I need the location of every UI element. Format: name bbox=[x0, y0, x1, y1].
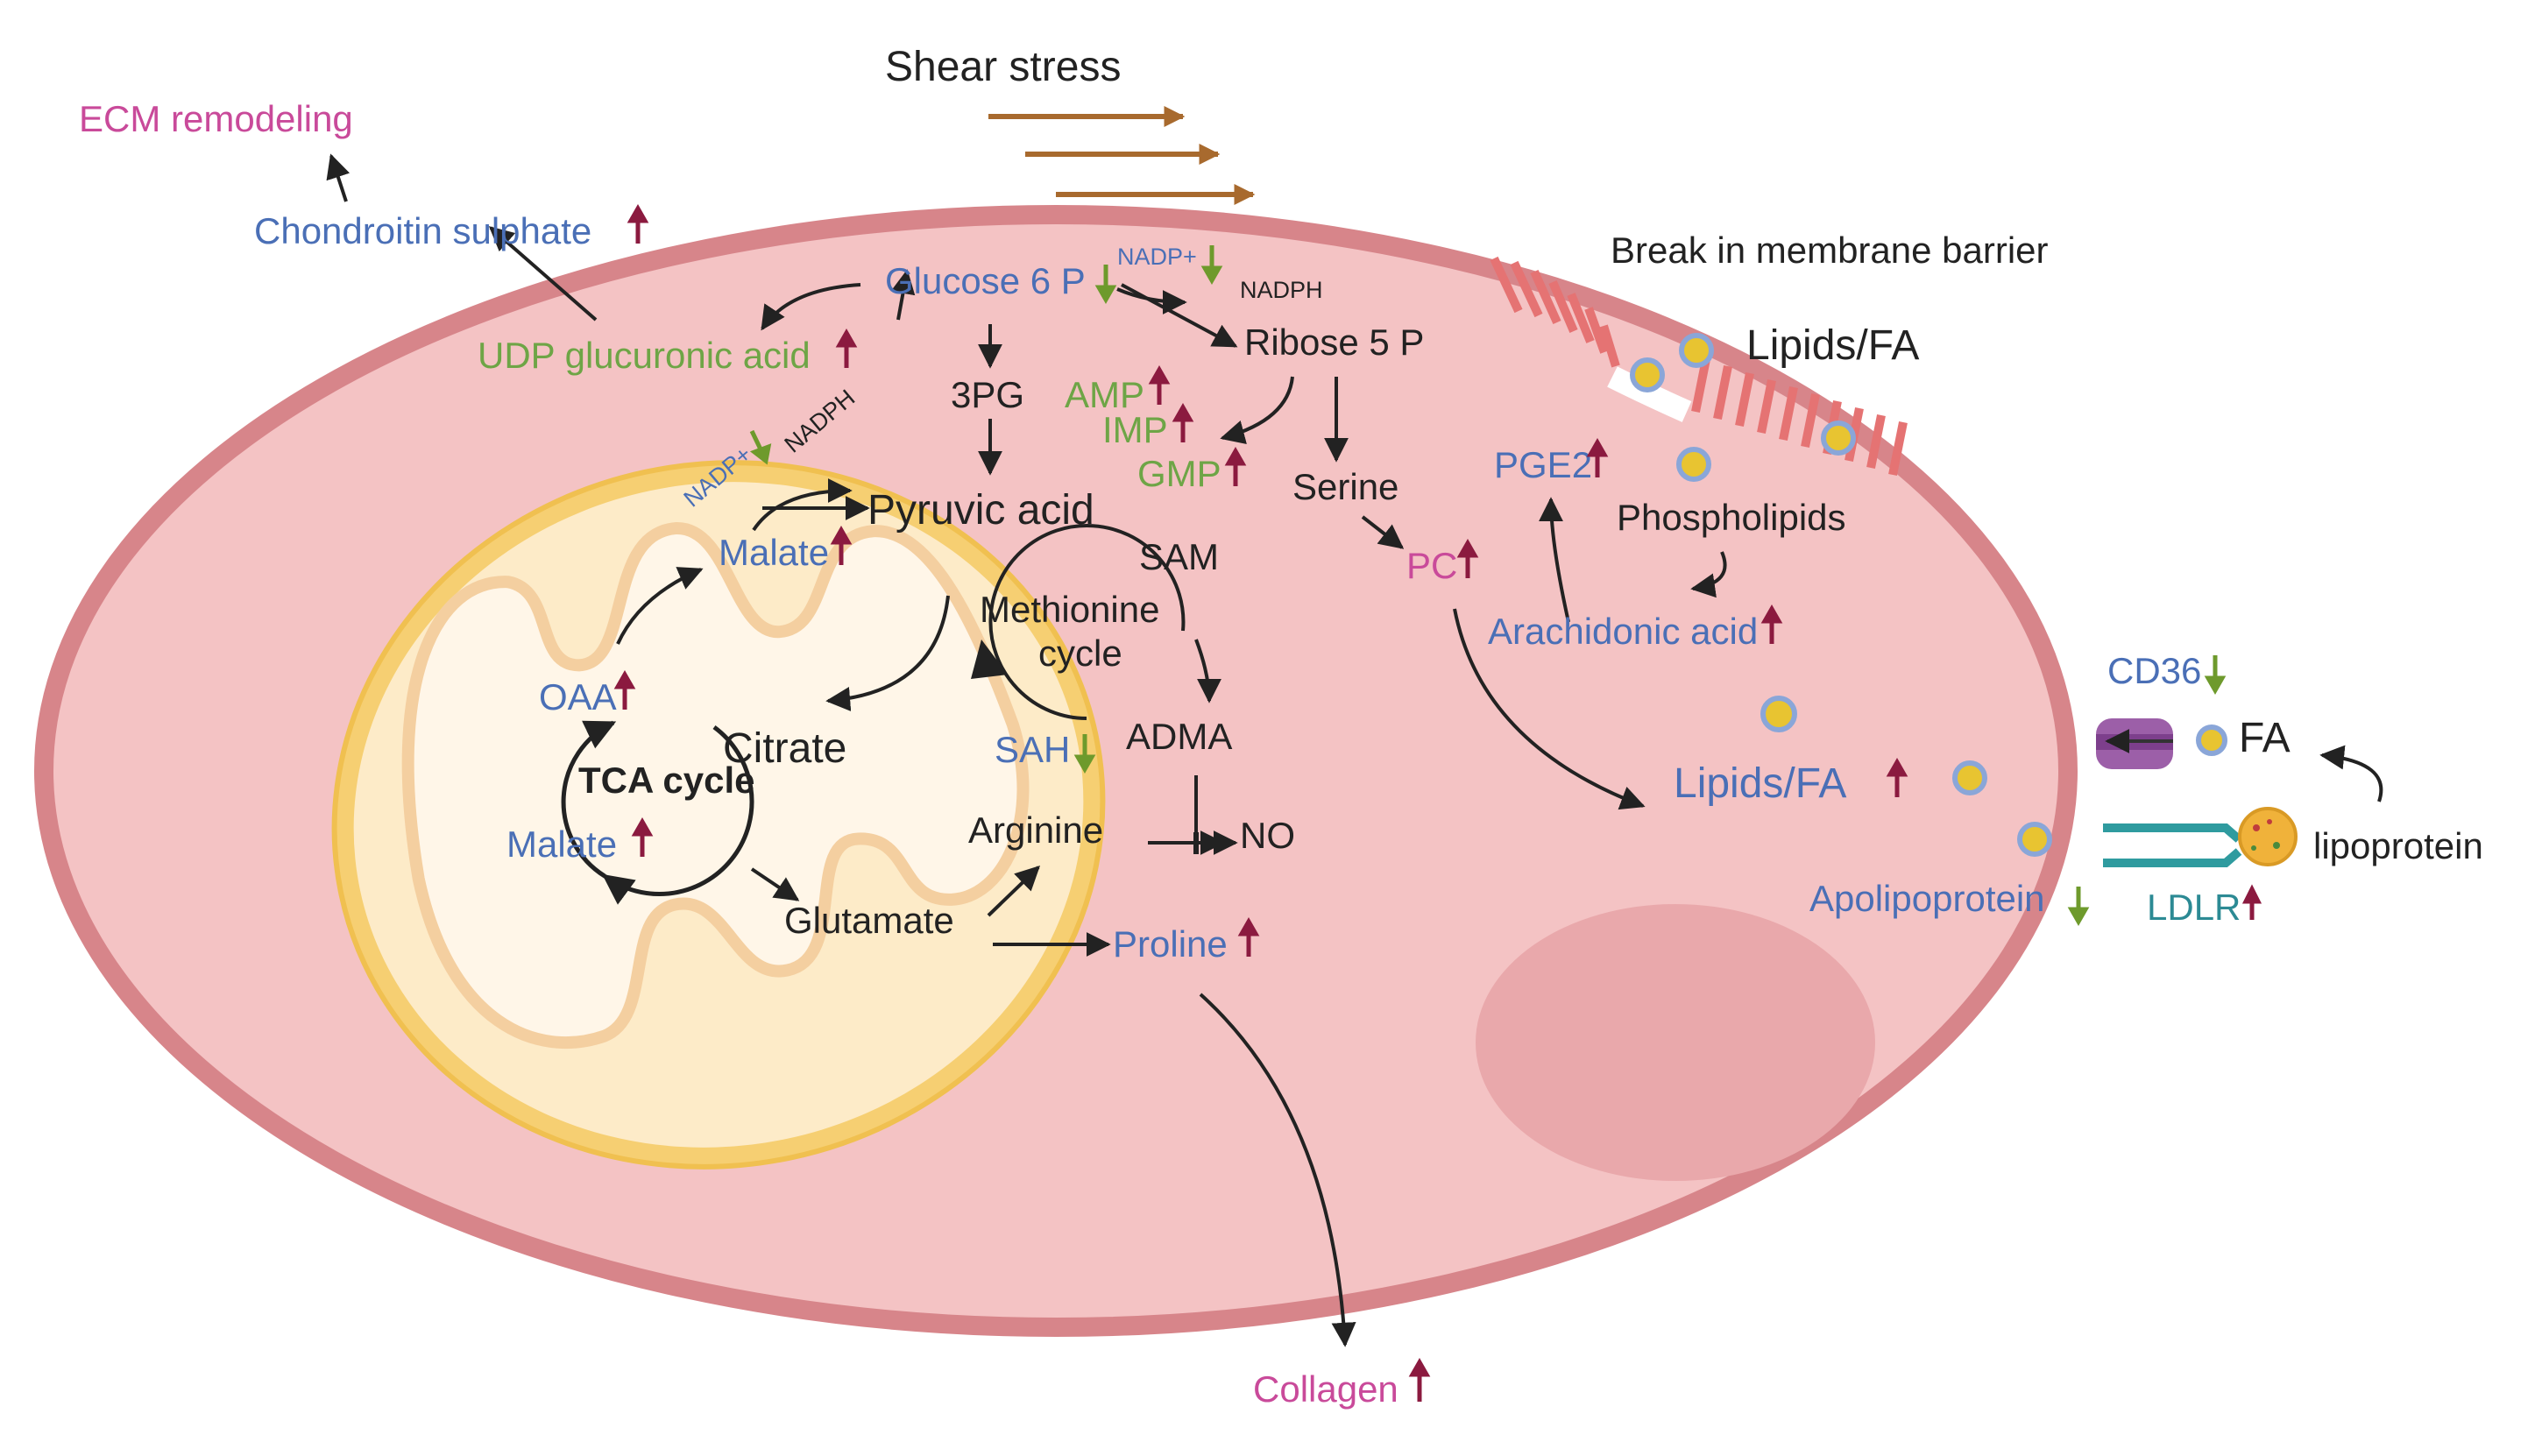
sam-label: SAM bbox=[1139, 536, 1219, 577]
lipids-fa-top-label: Lipids/FA bbox=[1746, 322, 1919, 369]
oaa-label: OAA bbox=[539, 676, 617, 717]
lipid-dot bbox=[2196, 724, 2227, 756]
up-arrow-icon bbox=[1224, 446, 1247, 486]
malate-top-label: Malate bbox=[719, 532, 829, 573]
pc-label: PC bbox=[1406, 545, 1457, 586]
3pg-label: 3PG bbox=[951, 374, 1024, 415]
ribose-5p-label: Ribose 5 P bbox=[1244, 322, 1424, 363]
mito-cristae bbox=[401, 522, 1030, 1049]
udp-glucuronic-acid-label: UDP glucuronic acid bbox=[478, 335, 811, 376]
arginine-label: Arginine bbox=[968, 809, 1103, 851]
lipoprotein-label: lipoprotein bbox=[2313, 825, 2483, 866]
mitochondrion bbox=[331, 460, 1106, 1170]
lipoprotein-particle bbox=[2238, 807, 2298, 866]
ldlr-receptor bbox=[2103, 823, 2242, 867]
up-arrow-icon bbox=[1456, 538, 1479, 578]
up-arrow-icon bbox=[1586, 437, 1609, 477]
lipids-fa-center-label: Lipids/FA bbox=[1674, 760, 1846, 807]
down-arrow-icon bbox=[1200, 245, 1223, 286]
collagen-label: Collagen bbox=[1253, 1368, 1398, 1410]
cd36-label: CD36 bbox=[2107, 650, 2201, 691]
shear-stress-arrows bbox=[988, 106, 1256, 205]
lipid-dot bbox=[1630, 357, 1665, 392]
down-arrow-icon bbox=[1073, 734, 1096, 774]
proline-label: Proline bbox=[1113, 923, 1228, 965]
amp-label: AMP bbox=[1065, 374, 1144, 415]
lipid-dot bbox=[2017, 822, 2052, 857]
down-arrows bbox=[749, 245, 2227, 927]
lipid-dot bbox=[1679, 333, 1714, 368]
up-arrow-icon bbox=[835, 328, 858, 368]
up-arrows bbox=[613, 203, 2262, 1402]
serine-label: Serine bbox=[1292, 466, 1398, 507]
lipid-dot bbox=[1676, 447, 1711, 482]
ldlr-label: LDLR bbox=[2147, 887, 2241, 928]
up-arrow-icon bbox=[830, 525, 853, 565]
cd36-transporter bbox=[2096, 718, 2173, 769]
arachidonic-acid-label: Arachidonic acid bbox=[1488, 611, 1758, 652]
glucose-6p-label: Glucose 6 P bbox=[885, 260, 1086, 301]
up-arrow-icon bbox=[1172, 402, 1194, 442]
up-arrow-icon bbox=[631, 816, 654, 857]
lipid-dot bbox=[1760, 696, 1797, 732]
down-arrow-icon bbox=[2067, 887, 2090, 927]
phospholipids-label: Phospholipids bbox=[1617, 497, 1846, 538]
apolipoprotein-label: Apolipoprotein bbox=[1809, 878, 2045, 919]
tca-cycle-ring bbox=[602, 724, 754, 905]
up-arrow-icon bbox=[1148, 364, 1171, 405]
glutamate-label: Glutamate bbox=[784, 900, 954, 941]
lipid-dot bbox=[1952, 760, 1987, 795]
chondroitin-sulphate-label: Chondroitin sulphate bbox=[254, 210, 591, 251]
up-arrow-icon bbox=[1408, 1357, 1431, 1402]
malate-bottom-label: Malate bbox=[506, 823, 617, 865]
cycle-label: cycle bbox=[1038, 633, 1122, 674]
down-arrow-icon bbox=[1094, 265, 1117, 305]
up-arrow-icon bbox=[613, 669, 636, 710]
membrane-break-receptors-left bbox=[1490, 256, 1620, 368]
membrane-gap bbox=[1607, 366, 1692, 422]
down-arrow-icon bbox=[749, 429, 772, 465]
gmp-label: GMP bbox=[1137, 453, 1221, 494]
ecm-remodeling-label: ECM remodeling bbox=[79, 98, 353, 139]
nadph-top-label: NADPH bbox=[1240, 277, 1323, 303]
lipid-droplets bbox=[1630, 333, 2227, 857]
methionine-label: Methionine bbox=[980, 589, 1159, 630]
break-membrane-label: Break in membrane barrier bbox=[1611, 230, 2049, 271]
lipid-dot bbox=[1821, 421, 1856, 456]
citrate-label: Citrate bbox=[723, 725, 846, 772]
shear-stress-label: Shear stress bbox=[885, 44, 1121, 90]
tca-cycle-label: TCA cycle bbox=[578, 760, 755, 801]
up-arrow-icon bbox=[627, 203, 649, 244]
fa-label: FA bbox=[2239, 715, 2291, 761]
up-arrow-icon bbox=[1760, 604, 1783, 644]
adma-label: ADMA bbox=[1126, 716, 1232, 757]
nucleus bbox=[1476, 904, 1875, 1181]
imp-label: IMP bbox=[1102, 409, 1168, 450]
down-arrow-icon bbox=[2204, 655, 2227, 696]
methionine-cycle-arrowhead bbox=[971, 640, 1008, 679]
nadp-top-label: NADP+ bbox=[1117, 244, 1197, 270]
sah-label: SAH bbox=[995, 729, 1070, 770]
up-arrow-icon bbox=[2241, 884, 2262, 920]
tca-cycle-ring-2 bbox=[561, 720, 617, 879]
up-arrow-icon bbox=[1886, 757, 1908, 797]
pge2-label: PGE2 bbox=[1494, 444, 1592, 485]
no-label: NO bbox=[1240, 815, 1295, 856]
pyruvic-acid-label: Pyruvic acid bbox=[867, 487, 1094, 534]
pathway-arrows bbox=[326, 153, 2383, 1347]
up-arrow-icon bbox=[1237, 916, 1260, 957]
methionine-cycle-ring bbox=[988, 524, 1186, 720]
